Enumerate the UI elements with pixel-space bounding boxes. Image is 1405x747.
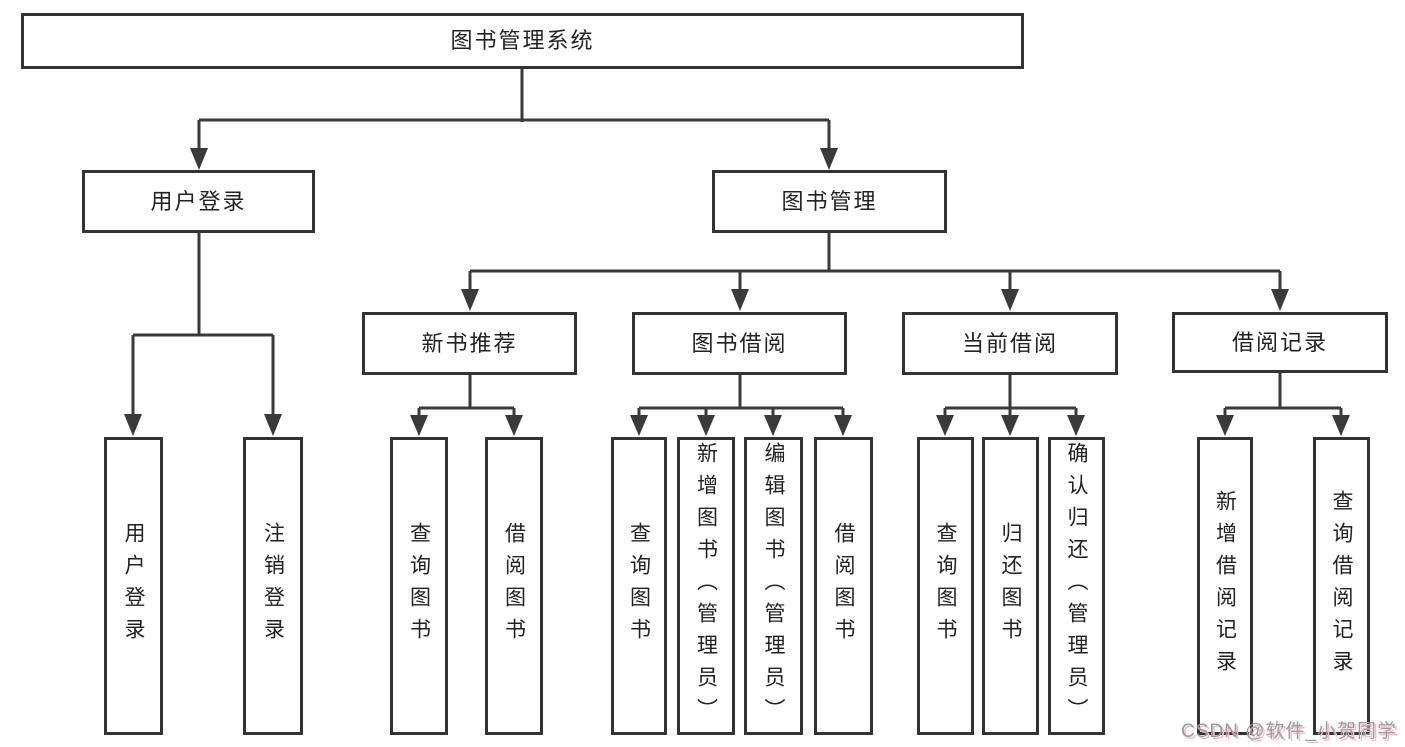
node-current-borrowing: 当前借阅 [902,312,1118,375]
node-library-management-system: 图书管理系统 [21,13,1024,69]
leaf-query-book-current: 查询图书 [917,437,974,735]
leaf-add-book-admin: 新增图书（管理员） [677,437,735,735]
node-label: 注销登录 [261,522,285,650]
node-label: 借阅图书 [502,522,526,650]
node-label: 归还图书 [999,522,1022,650]
node-label: 用户登录 [122,522,145,650]
leaf-return-book: 归还图书 [982,437,1039,735]
leaf-user-login: 用户登录 [104,437,163,735]
tree-edges [131,69,1343,419]
node-label: 查询图书 [934,522,957,650]
leaf-borrow-book: 借阅图书 [814,437,873,735]
leaf-borrow-book-recommend: 借阅图书 [485,437,543,735]
node-label: 借阅记录 [1231,329,1328,355]
node-label: 图书管理 [781,188,878,214]
leaf-confirm-return-admin: 确认归还（管理员） [1048,437,1105,735]
node-label: 查询图书 [407,522,431,650]
node-label: 新增图书（管理员） [694,442,718,730]
leaf-logout: 注销登录 [243,437,303,735]
node-label: 当前借阅 [961,330,1058,356]
node-book-borrowing: 图书借阅 [632,312,847,375]
node-new-book-recommend: 新书推荐 [362,312,577,375]
csdn-watermark: CSDN @软件_小贺同学 [1181,721,1397,742]
node-book-management: 图书管理 [712,170,947,233]
node-label: 图书管理系统 [450,28,595,53]
node-label: 借阅图书 [832,522,855,650]
arrowheads [124,148,1350,436]
leaf-edit-book-admin: 编辑图书（管理员） [744,437,803,735]
node-user-login: 用户登录 [82,170,315,233]
leaf-query-book-recommend: 查询图书 [390,437,448,735]
node-label: 查询图书 [627,522,651,650]
node-borrowing-records: 借阅记录 [1172,312,1388,373]
node-label: 图书借阅 [691,330,788,356]
node-label: 新书推荐 [421,330,518,356]
node-label: 新增借阅记录 [1213,490,1237,682]
leaf-add-borrow-record: 新增借阅记录 [1197,437,1253,735]
node-label: 确认归还（管理员） [1065,442,1088,730]
leaf-query-borrow-record: 查询借阅记录 [1313,437,1370,735]
node-label: 编辑图书（管理员） [762,442,785,730]
node-label: 查询借阅记录 [1330,490,1353,682]
leaf-query-book-borrowing: 查询图书 [611,437,667,735]
node-label: 用户登录 [150,188,247,214]
